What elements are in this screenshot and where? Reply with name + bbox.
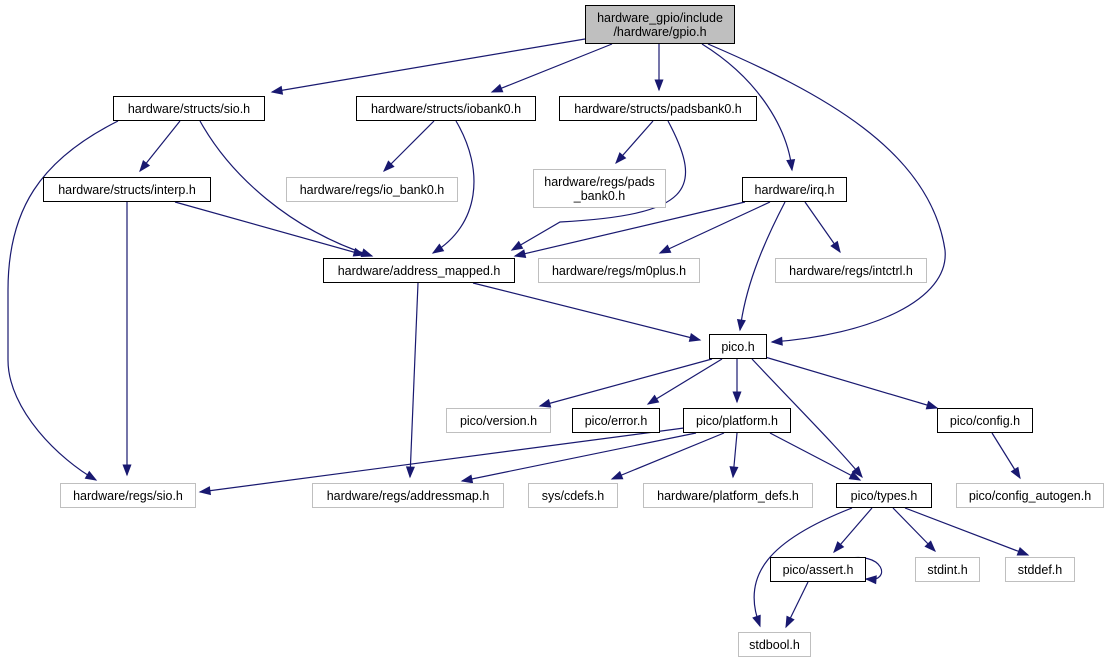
node-pico-assert-h[interactable]: pico/assert.h [770,557,866,582]
edge-gpio-to-sio [271,38,586,93]
edge-gpio-to-irq [701,43,793,171]
node-pico-platform-h[interactable]: pico/platform.h [683,408,791,433]
edge-types-to-stddef [904,507,1029,556]
arrowhead-interp-to-regs_sio [122,464,132,477]
node-pico-h[interactable]: pico.h [709,334,767,359]
edge-platform-to-regs_sio [199,427,685,493]
arrowhead-gpio-to-iobank0 [490,83,504,93]
arrowhead-sio-to-interp [139,159,151,173]
node-stddef-h[interactable]: stddef.h [1005,557,1075,582]
node-address-mapped-h[interactable]: hardware/address_mapped.h [323,258,515,283]
arrowhead-sio-to-regs_sio [84,470,98,481]
arrowhead-types-to-assert [833,541,845,554]
edge-iobank0-to-regs_io_bank0 [383,120,435,172]
node-regs-sio-h[interactable]: hardware/regs/sio.h [60,483,196,508]
node-irq-h[interactable]: hardware/irq.h [742,177,847,202]
arrowhead-platform-to-platform_defs [729,466,739,479]
arrowhead-gpio-to-pico [770,336,783,346]
arrowhead-assert-to-stdbool [785,615,795,629]
arrowhead-pico-to-version [538,398,552,408]
edge-sio-to-regs_sio [7,120,119,481]
arrowhead-types-to-stdint [924,540,936,553]
edge-platform-to-addressmap [461,432,697,482]
node-structs-padsbank0-h[interactable]: hardware/structs/padsbank0.h [559,96,757,121]
node-pico-version-h[interactable]: pico/version.h [446,408,551,433]
node-gpio-h[interactable]: hardware_gpio/include /hardware/gpio.h [585,5,735,44]
arrowhead-iobank0-to-address_mapped [431,243,445,254]
edge-padsbank0-to-address_mapped [511,120,687,251]
node-regs-m0plus-h[interactable]: hardware/regs/m0plus.h [538,258,700,283]
node-platform-defs-h[interactable]: hardware/platform_defs.h [643,483,813,508]
edge-platform-to-types [769,432,861,481]
arrowhead-gpio-to-irq [786,159,796,172]
edge-sio-to-address_mapped [199,120,373,257]
edge-pico-to-types [751,358,863,478]
arrowhead-irq-to-m0plus [658,244,672,254]
arrowhead-pico-to-platform [732,391,742,404]
node-pico-types-h[interactable]: pico/types.h [836,483,932,508]
edge-gpio-to-iobank0 [491,43,613,93]
arrowhead-irq-to-address_mapped [513,249,527,259]
node-structs-interp-h[interactable]: hardware/structs/interp.h [43,177,211,202]
arrowhead-platform-to-addressmap [460,474,474,484]
node-regs-io-bank0-h[interactable]: hardware/regs/io_bank0.h [286,177,458,202]
arrowhead-padsbank0-to-address_mapped [510,240,524,251]
node-pico-error-h[interactable]: pico/error.h [572,408,660,433]
node-stdbool-h[interactable]: stdbool.h [738,632,811,657]
edge-sio-to-interp [139,120,181,172]
node-regs-addressmap-h[interactable]: hardware/regs/addressmap.h [312,483,504,508]
arrowhead-address_mapped-to-addressmap [405,466,415,479]
arrowhead-platform-to-types [848,471,862,481]
arrowhead-irq-to-intctrl [830,240,841,254]
arrowhead-platform-to-regs_sio [198,486,212,496]
arrowhead-interp-to-address_mapped [352,247,366,257]
arrowhead-assert-to-assert [864,575,877,585]
arrowhead-types-to-stddef [1016,547,1030,556]
edge-address_mapped-to-addressmap [409,282,419,478]
edge-irq-to-address_mapped [514,201,746,257]
edge-address_mapped-to-pico [472,282,701,341]
arrowhead-gpio-to-padsbank0 [654,79,664,92]
node-stdint-h[interactable]: stdint.h [915,557,980,582]
arrowhead-address_mapped-to-pico [688,333,702,342]
edge-pico-to-error [647,358,723,405]
arrowhead-config-to-config_autogen [1010,466,1021,480]
edge-iobank0-to-address_mapped [432,120,475,254]
arrowhead-gpio-to-sio [270,85,284,95]
arrowhead-padsbank0-to-regs_pads_bank0 [615,152,627,165]
node-structs-sio-h[interactable]: hardware/structs/sio.h [113,96,265,121]
arrowhead-types-to-stdbool [752,614,761,628]
node-regs-pads-bank0-h[interactable]: hardware/regs/pads _bank0.h [533,169,666,208]
arrowhead-pico-to-error [646,394,660,405]
arrowhead-pico-to-types [851,466,863,479]
edge-irq-to-pico [739,201,786,331]
edge-platform-to-cdefs [611,432,725,480]
edge-gpio-to-pico [707,43,946,343]
arrowhead-irq-to-pico [736,318,746,332]
edge-irq-to-m0plus [659,201,771,254]
arrowhead-platform-to-cdefs [610,470,624,480]
node-config-autogen-h[interactable]: pico/config_autogen.h [956,483,1104,508]
edge-types-to-stdbool [753,507,853,627]
edge-pico-to-config [764,356,938,409]
node-structs-iobank0-h[interactable]: hardware/structs/iobank0.h [356,96,536,121]
node-regs-intctrl-h[interactable]: hardware/regs/intctrl.h [775,258,927,283]
edge-interp-to-address_mapped [174,201,365,256]
node-pico-config-h[interactable]: pico/config.h [937,408,1033,433]
edge-pico-to-version [539,358,713,407]
node-sys-cdefs-h[interactable]: sys/cdefs.h [528,483,618,508]
arrowhead-pico-to-config [925,400,939,410]
arrowhead-iobank0-to-regs_io_bank0 [383,160,395,172]
